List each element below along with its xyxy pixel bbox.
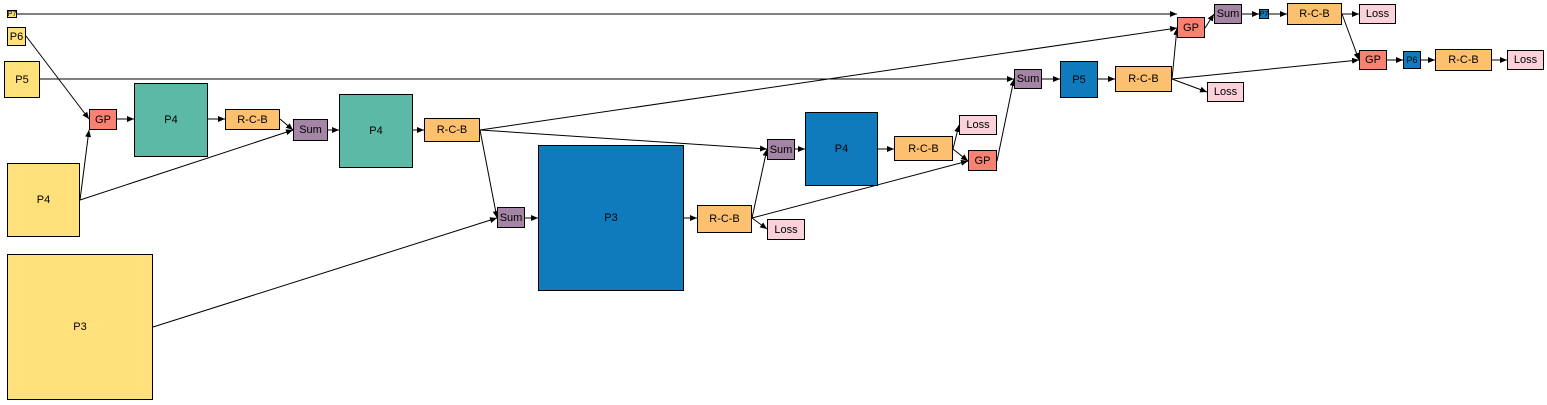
- loss-p5-node: Loss: [1207, 82, 1244, 102]
- input-p7-node: P7: [7, 10, 17, 18]
- edge-arrow-8: [279, 118, 294, 131]
- loss-p3-node: Loss: [767, 219, 805, 240]
- gp-p7-node: GP: [1177, 17, 1205, 38]
- sum-p4-node: Sum: [767, 139, 795, 160]
- gp-node-1: GP: [89, 109, 117, 130]
- edge-arrow-18: [751, 217, 768, 230]
- intermediate-p4-node-1: P4: [134, 83, 208, 157]
- sum-p7-node: Sum: [1214, 4, 1242, 24]
- edge-arrow-17: [751, 148, 769, 219]
- output-p4-node: P4: [805, 112, 878, 186]
- rcb-p6-node: R-C-B: [1435, 49, 1492, 71]
- rcb-p3-node: R-C-B: [697, 205, 752, 233]
- edge-arrow-5: [79, 129, 92, 201]
- edge-arrow-13: [479, 129, 499, 219]
- edge-arrow-30: [1204, 13, 1215, 29]
- edge-arrow-28: [1171, 78, 1208, 93]
- rcb-node-2: R-C-B: [424, 118, 480, 142]
- sum-p3-node: Sum: [497, 207, 525, 228]
- edge-arrow-14: [152, 217, 498, 328]
- rcb-p4-node: R-C-B: [894, 136, 953, 161]
- edge-arrow-11: [479, 26, 1178, 131]
- gp-p4-node: GP: [968, 150, 997, 171]
- output-p3-node: P3: [538, 145, 684, 291]
- input-p5-node: P5: [4, 61, 40, 98]
- edge-arrow-24: [996, 78, 1016, 162]
- rcb-p5-node: R-C-B: [1115, 66, 1172, 92]
- output-p5-node: P5: [1060, 61, 1098, 98]
- sum-p5-node: Sum: [1014, 69, 1042, 89]
- edge-arrow-29: [1171, 57, 1360, 80]
- rcb-node-1: R-C-B: [225, 109, 280, 130]
- edge-arrow-12: [479, 129, 768, 152]
- edge-arrow-2: [25, 35, 90, 120]
- input-p3-node: P3: [7, 254, 153, 400]
- loss-p7-node: Loss: [1359, 4, 1396, 24]
- loss-p6-node: Loss: [1507, 50, 1544, 70]
- edge-arrow-19: [751, 159, 969, 219]
- output-p6-node: P6: [1403, 51, 1421, 69]
- intermediate-p4-node-2: P4: [339, 94, 413, 168]
- edge-arrow-6: [79, 129, 294, 201]
- edge-arrow-34: [1341, 13, 1360, 61]
- edge-arrow-27: [1171, 27, 1180, 80]
- input-p4-node: P4: [7, 163, 80, 237]
- loss-p4-node: Loss: [959, 115, 997, 135]
- edge-arrow-23: [952, 148, 969, 162]
- gp-p6-node: GP: [1359, 50, 1387, 70]
- output-p7-node: P7: [1259, 9, 1269, 19]
- input-p6-node: P6: [7, 27, 26, 46]
- rcb-p7-node: R-C-B: [1287, 3, 1342, 25]
- sum-node-1: Sum: [293, 119, 328, 141]
- edge-arrow-22: [952, 124, 961, 150]
